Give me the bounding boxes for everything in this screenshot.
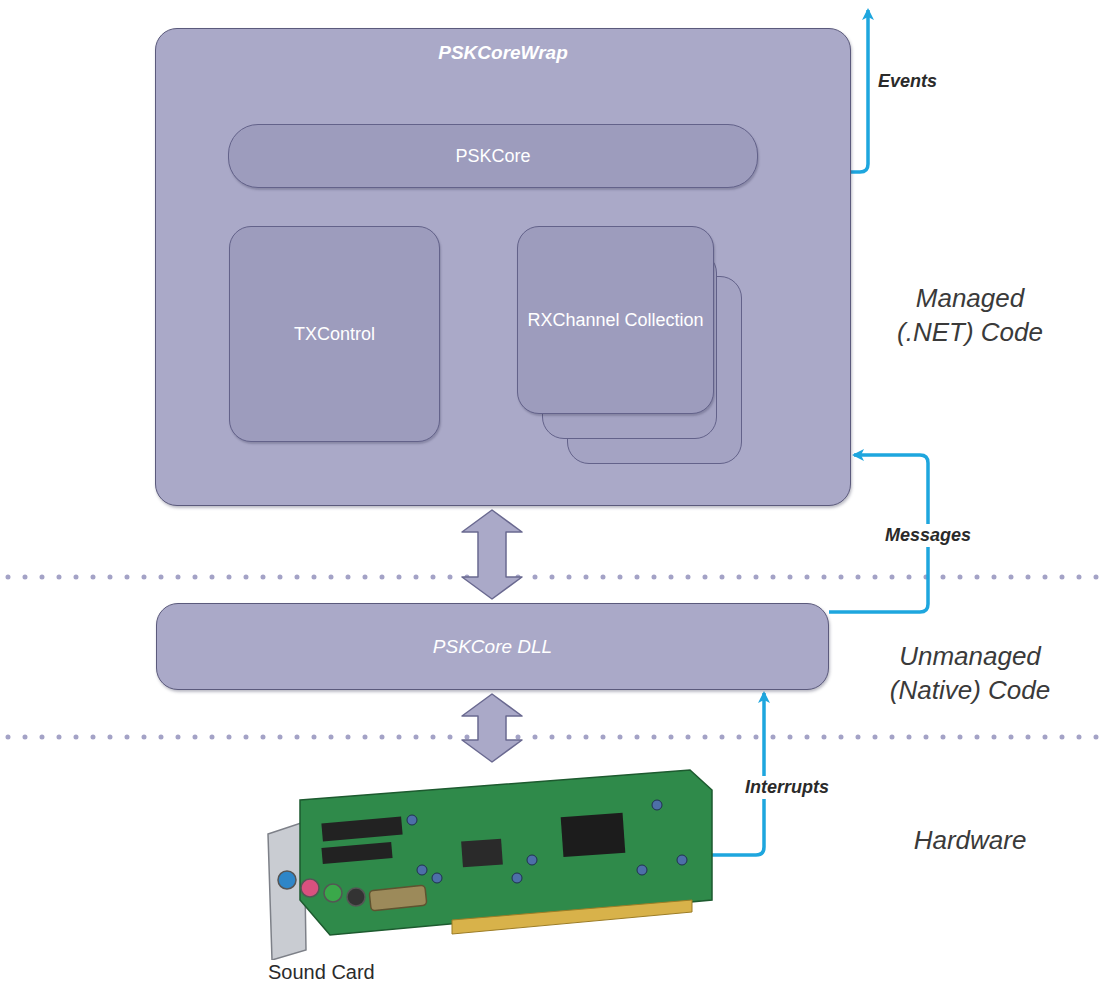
layer-divider [8, 735, 1100, 740]
outer-container: PSKCoreWrapPSKCoreTXControl RXChannel Col… [155, 28, 851, 506]
component-box: PSKCore [228, 124, 758, 188]
flow-label: Messages [882, 524, 974, 547]
collection-box: RXChannel Collection [517, 226, 714, 414]
audio-jack [324, 884, 342, 902]
sound-card: Sound Card [262, 760, 722, 992]
game-port [369, 885, 427, 911]
node-text: PSKCoreWrap [156, 41, 850, 65]
component-box: TXControl [229, 226, 440, 442]
double-arrow [462, 510, 522, 599]
chip [461, 839, 503, 868]
node-text: TXControl [294, 323, 375, 346]
chip [561, 813, 626, 857]
capacitor [527, 855, 537, 865]
capacitor [677, 855, 687, 865]
node-text: PSKCore [455, 145, 530, 168]
node-text: PSKCore DLL [433, 635, 552, 659]
jack-block [321, 842, 392, 864]
double-arrow [462, 694, 522, 762]
capacitor [512, 873, 522, 883]
capacitor [432, 873, 442, 883]
capacitor [407, 815, 417, 825]
node-text: Sound Card [268, 960, 375, 985]
node-text: RXChannel Collection [527, 309, 703, 332]
circuit-board [300, 770, 712, 935]
layer-label: Managed (.NET) Code [885, 282, 1055, 350]
layer-label: Unmanaged (Native) Code [885, 640, 1055, 708]
capacitor [652, 800, 662, 810]
capacitor [637, 865, 647, 875]
jack-block [321, 817, 402, 842]
layer-divider [8, 575, 1100, 580]
flow-label: Interrupts [742, 776, 832, 799]
edge-connector [452, 900, 692, 934]
audio-jack [278, 871, 296, 889]
library-band: PSKCore DLL [156, 603, 829, 690]
layer-label: Hardware [885, 824, 1055, 858]
flow-label: Events [875, 70, 940, 93]
audio-jack [347, 888, 365, 906]
audio-jack [301, 879, 319, 897]
capacitor [417, 865, 427, 875]
flow-arrow [712, 693, 764, 855]
sound-card-illustration [262, 760, 722, 960]
